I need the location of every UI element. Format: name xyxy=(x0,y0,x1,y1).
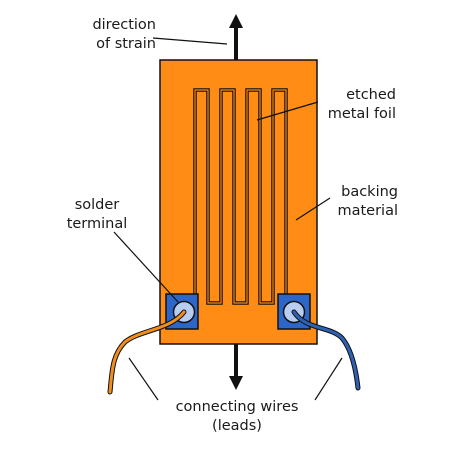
arrow-down-icon xyxy=(229,344,243,390)
arrow-up-icon xyxy=(229,14,243,60)
leader-wire-left xyxy=(128,357,159,401)
leader-solder xyxy=(113,231,179,303)
leader-foil xyxy=(256,101,319,121)
label-direction-line1: direction xyxy=(92,17,156,33)
foil-inner-line xyxy=(194,89,287,308)
label-backing-line1: backing xyxy=(341,184,398,200)
label-wires-line1: connecting wires xyxy=(175,399,299,415)
label-wires-line2: (leads) xyxy=(212,418,262,434)
label-etched-metal-foil: etched metal foil xyxy=(300,86,396,124)
label-direction-line2: of strain xyxy=(96,36,156,52)
label-solder-line1: solder xyxy=(74,197,120,213)
label-backing-line2: material xyxy=(337,203,398,219)
label-solder-terminal: solder terminal xyxy=(62,196,132,234)
leader-wire-right xyxy=(314,357,343,401)
label-backing-material: backing material xyxy=(326,183,398,221)
label-direction-of-strain: direction of strain xyxy=(60,16,156,54)
wire-right xyxy=(292,310,360,390)
wire-left-outline xyxy=(107,309,187,395)
leader-backing xyxy=(295,197,331,221)
label-solder-line2: terminal xyxy=(66,216,128,232)
leader-direction xyxy=(152,37,228,45)
label-foil-line2: metal foil xyxy=(327,106,396,122)
wire-left xyxy=(108,310,186,394)
label-connecting-wires: connecting wires (leads) xyxy=(157,398,317,436)
label-foil-line1: etched xyxy=(346,87,396,103)
